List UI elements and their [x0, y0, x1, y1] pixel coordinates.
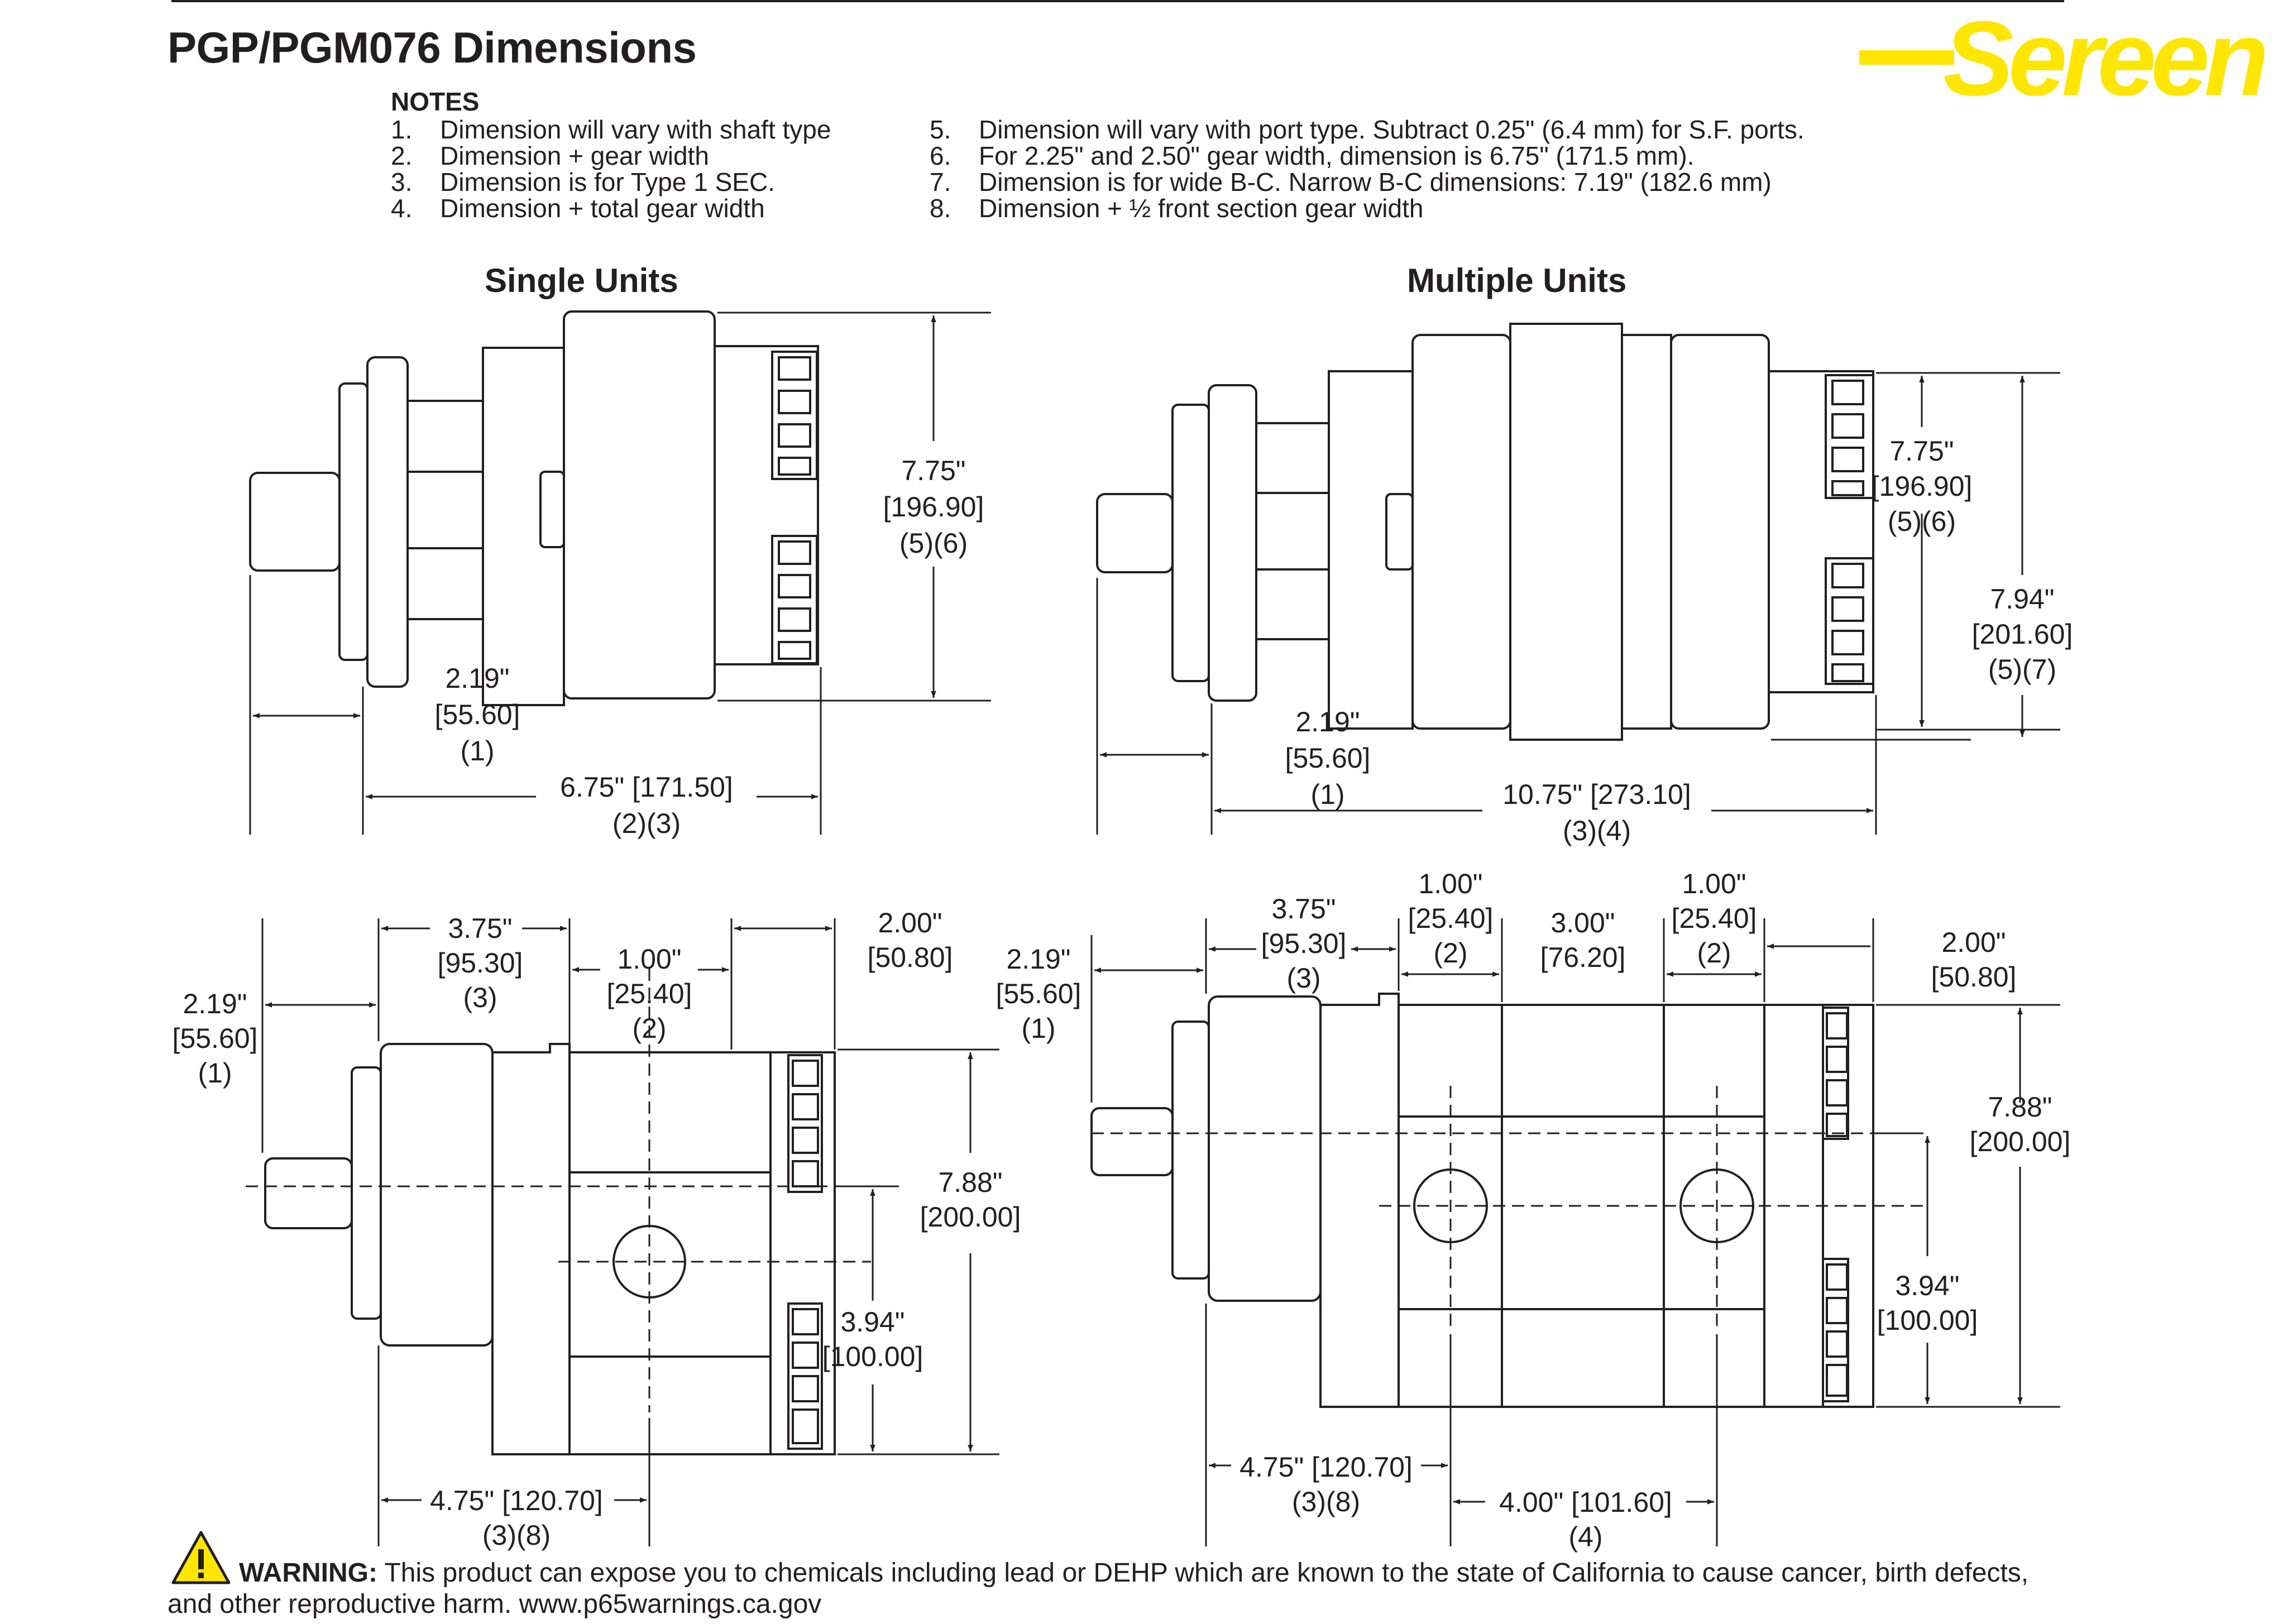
note-item: 5.Dimension will vary with port type. Su…: [930, 115, 1805, 144]
dim-label: (3)(8): [1292, 1486, 1360, 1517]
dim-label: 2.00": [1941, 927, 2006, 958]
dim-label: [76.20]: [1540, 942, 1626, 973]
dim-label: (4): [1568, 1521, 1602, 1553]
dim-label: [100.00]: [822, 1341, 923, 1372]
dim-label: (5)(6): [899, 528, 968, 559]
dim-label: [50.80]: [1931, 961, 2017, 993]
dim-label: [50.80]: [868, 942, 953, 973]
dim-label: 7.94": [1990, 583, 2054, 615]
multi-side-dims: [1096, 372, 2060, 835]
dim-label: (2): [632, 1013, 666, 1044]
dim-label: 4.75" [120.70]: [1240, 1451, 1413, 1483]
single-units-title: Single Units: [485, 262, 678, 299]
dim-label: 1.00": [1682, 868, 1746, 899]
dim-label: [100.00]: [1877, 1305, 1978, 1336]
dim-label: (2): [1697, 937, 1731, 969]
note-item: 7.Dimension is for wide B-C. Narrow B-C …: [930, 167, 1772, 197]
dim-label: [196.90]: [883, 491, 984, 523]
dim-label: 2.19": [445, 663, 509, 694]
page-title: PGP/PGM076 Dimensions: [168, 23, 697, 72]
dim-label: (2)(3): [612, 808, 681, 839]
dim-label: (1): [1021, 1013, 1055, 1044]
dim-label: [55.60]: [435, 699, 520, 730]
dim-label: (1): [198, 1057, 232, 1089]
multi-side-view: [1096, 323, 1874, 741]
dim-label: (3)(8): [482, 1520, 551, 1551]
dim-label: 1.00": [1418, 868, 1482, 899]
dim-label: 2.00": [878, 907, 942, 938]
note-item: 1.Dimension will vary with shaft type: [391, 115, 831, 144]
dim-label: (3)(4): [1563, 815, 1631, 846]
dim-label: 4.00" [101.60]: [1499, 1487, 1672, 1518]
dim-label: [196.90]: [1872, 471, 1973, 502]
dim-label: [25.40]: [1672, 903, 1757, 934]
svg-text:Sereen: Sereen: [1943, 11, 2265, 106]
dim-label: 3.94": [840, 1306, 904, 1338]
dim-label: 2.19": [183, 988, 247, 1019]
single-side-view: [249, 310, 819, 706]
single-top-dims: [261, 918, 999, 1546]
dim-label: 7.88": [1988, 1091, 2052, 1123]
brand-logo: Sereen: [1859, 11, 2271, 106]
dim-label: [95.30]: [438, 947, 523, 979]
dim-label: (3): [1286, 962, 1320, 994]
note-item: 6.For 2.25" and 2.50" gear width, dimens…: [930, 141, 1695, 170]
multi-top-dims: [1090, 918, 2060, 1546]
dim-label: 7.75": [1889, 435, 1954, 467]
header-rule: [171, 0, 2064, 2]
dim-label: (1): [460, 735, 494, 767]
dim-label: [25.40]: [1408, 903, 1494, 934]
dim-label: [95.30]: [1261, 928, 1347, 959]
dim-label: 3.00": [1550, 907, 1615, 938]
dim-label: 7.75": [901, 455, 965, 486]
multi-top-view: [1090, 993, 1874, 1408]
multi-top-centerlines: [1092, 1086, 1923, 1329]
dim-label: [201.60]: [1972, 619, 2073, 650]
notes-heading: NOTES: [391, 87, 480, 116]
dim-label: (1): [1310, 779, 1344, 810]
note-item: 2.Dimension + gear width: [391, 141, 709, 170]
note-item: 4.Dimension + total gear width: [391, 194, 765, 223]
warning-text: WARNING: This product can expose you to …: [168, 1558, 2029, 1619]
multiple-units-title: Multiple Units: [1407, 262, 1627, 299]
note-item: 8.Dimension + ½ front section gear width: [930, 194, 1424, 223]
dim-label: (3): [463, 982, 497, 1013]
dim-label: (2): [1433, 937, 1467, 969]
dim-label: 6.75" [171.50]: [560, 772, 733, 803]
dim-label: [55.60]: [996, 978, 1081, 1009]
dim-label: [25.40]: [607, 978, 692, 1009]
dim-label: 7.88": [938, 1167, 1002, 1198]
dim-label: [200.00]: [920, 1201, 1021, 1233]
single-side-dims: [249, 312, 991, 835]
dim-label: (5)(6): [1888, 506, 1956, 537]
dim-label: 2.19": [1006, 943, 1070, 975]
dim-label: 10.75" [273.10]: [1502, 779, 1691, 810]
dim-label: [55.60]: [173, 1023, 258, 1054]
dim-label: 4.75" [120.70]: [430, 1485, 603, 1516]
dim-label: 3.75": [448, 913, 512, 944]
dim-label: [55.60]: [1285, 742, 1371, 774]
dim-label: (5)(7): [1988, 654, 2056, 685]
single-top-view: [264, 1043, 836, 1455]
warning-icon: [171, 1531, 231, 1584]
dim-label: 3.75": [1271, 893, 1336, 924]
dim-label: [200.00]: [1970, 1126, 2071, 1157]
dim-label: 1.00": [617, 943, 681, 975]
dim-label: 3.94": [1895, 1270, 1959, 1301]
note-item: 3.Dimension is for Type 1 SEC.: [391, 167, 775, 197]
dim-label: 2.19": [1295, 706, 1360, 737]
single-top-centerlines: [246, 969, 899, 1412]
